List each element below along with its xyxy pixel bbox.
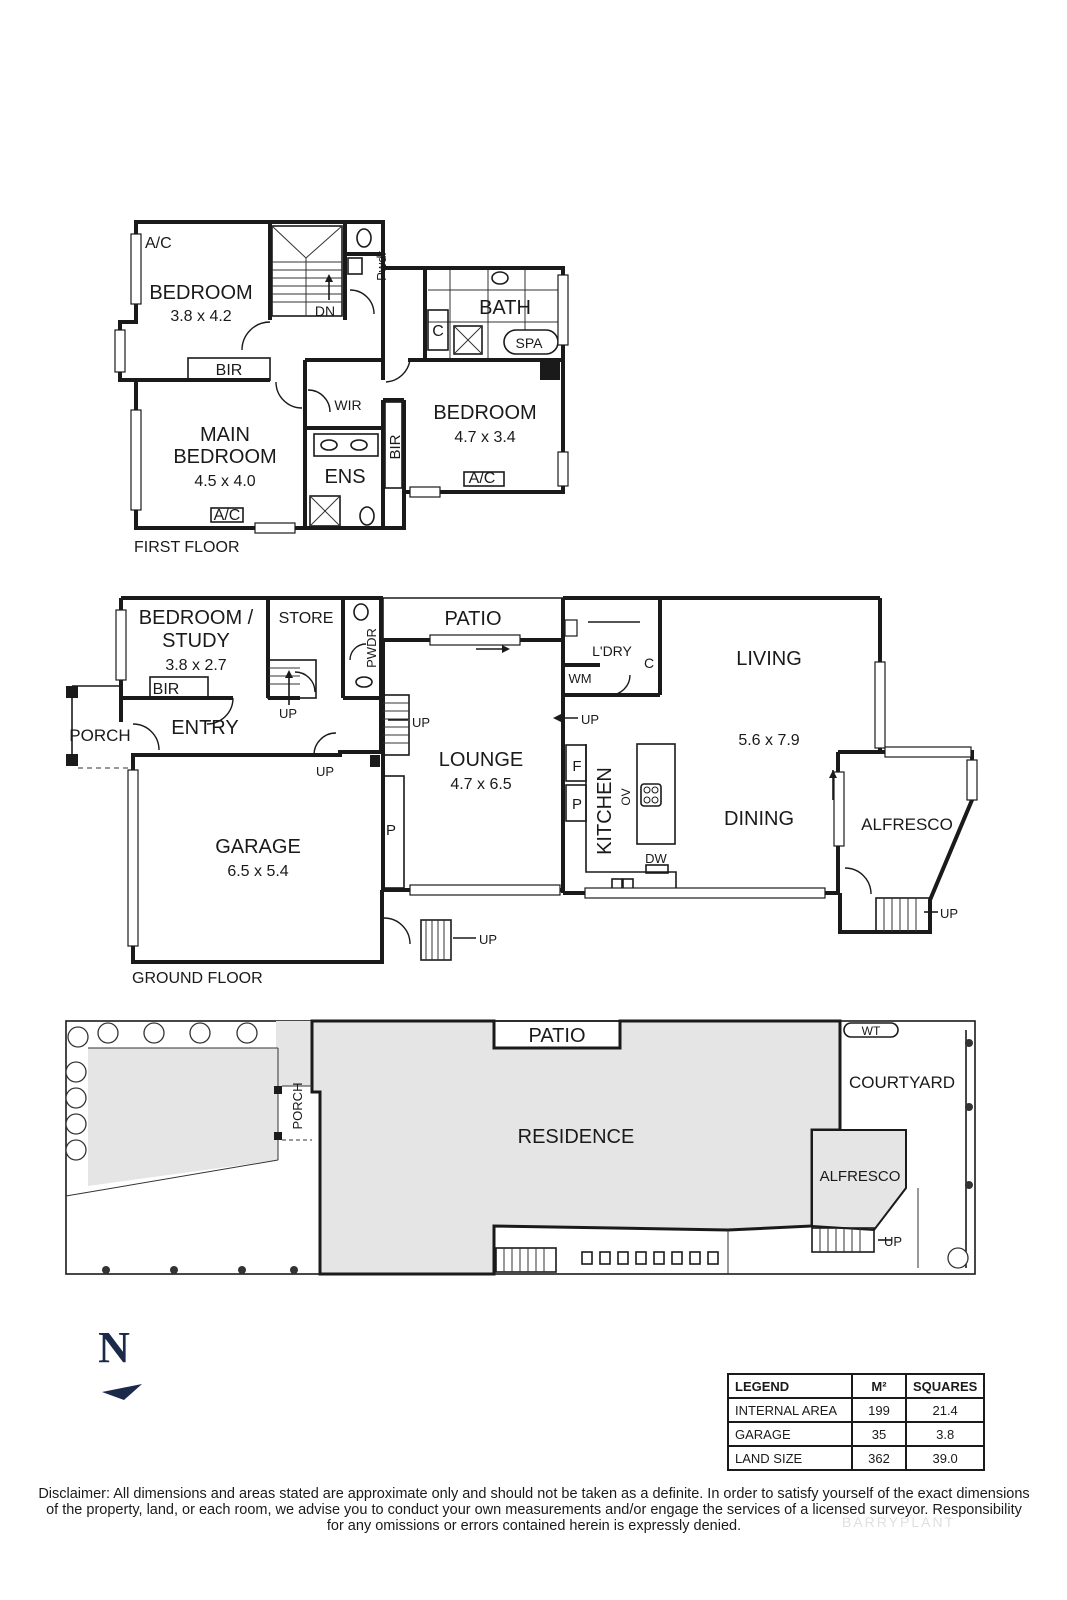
room-main-bedroom-size: 4.5 x 4.0: [194, 473, 255, 490]
ac-label-1: A/C: [145, 235, 172, 252]
room-lounge-name: LOUNGE: [439, 749, 523, 771]
disclaimer-line-3: for any omissions or errors contained he…: [326, 1518, 742, 1534]
room-lounge-size: 4.7 x 6.5: [450, 776, 511, 793]
bir-label-1: BIR: [216, 362, 243, 379]
site-up-label: UP: [884, 1234, 902, 1249]
pwdr-label-ground: PWDR: [364, 628, 379, 668]
porch-label-ground: PORCH: [69, 726, 130, 745]
up-stair-label: UP: [279, 706, 297, 721]
bath-fixtures: [427, 270, 562, 380]
disclaimer-line-1: Disclaimer: All dimensions and areas sta…: [38, 1486, 1030, 1502]
room-bedroom-1-name: BEDROOM: [149, 282, 252, 304]
area-legend-table: LEGEND M² SQUARES INTERNAL AREA 199 21.4…: [727, 1373, 986, 1471]
pwdr-label-first: Pwdr: [374, 251, 389, 281]
store-label: STORE: [279, 610, 334, 627]
p-label-lounge: P: [386, 822, 396, 839]
room-bedroom-2-size: 4.7 x 3.4: [454, 429, 515, 446]
room-entry-name: ENTRY: [171, 717, 238, 739]
legend-header-squares: SQUARES: [904, 1373, 986, 1399]
legend-row-m2: 362: [851, 1445, 907, 1471]
p-label-kitchen: P: [572, 796, 582, 813]
site-porch-label: PORCH: [290, 1083, 305, 1130]
room-garage-name: GARAGE: [215, 836, 301, 858]
room-bedroom-2-name: BEDROOM: [433, 402, 536, 424]
site-courtyard-label: COURTYARD: [849, 1073, 955, 1092]
stair-dn-label: DN: [315, 303, 335, 319]
site-trees: [65, 1022, 969, 1269]
first-floor-stairs: [271, 225, 343, 317]
room-bath-name: BATH: [479, 297, 531, 319]
legend-row-label: LAND SIZE: [727, 1445, 853, 1471]
legend-row-squares: 39.0: [904, 1445, 986, 1471]
room-kitchen-name: KITCHEN: [594, 767, 616, 855]
room-dining-name: DINING: [724, 808, 794, 830]
disclaimer-line-2: of the property, land, or each room, we …: [46, 1502, 1022, 1518]
ov-label: OV: [619, 788, 633, 805]
up-kitchen-label: UP: [581, 712, 599, 727]
site-water-tank-label: WT: [862, 1024, 881, 1038]
legend-row-m2: 199: [851, 1397, 907, 1423]
site-plan: [65, 1019, 976, 1276]
wm-label: WM: [568, 671, 591, 686]
legend-row-squares: 21.4: [904, 1397, 986, 1423]
legend-row: INTERNAL AREA 199 21.4: [727, 1397, 986, 1423]
f-label: F: [572, 758, 581, 775]
ac-label-3: A/C: [469, 470, 496, 487]
room-bedroom-1-size: 3.8 x 4.2: [170, 308, 231, 325]
first-floor-plan: [114, 220, 569, 534]
up-alfresco-label: UP: [940, 906, 958, 921]
laundry-label: L'DRY: [592, 643, 632, 659]
north-arrow-icon: [102, 1384, 142, 1400]
north-indicator: N: [94, 1322, 150, 1402]
room-main-bedroom-name-1: MAIN: [200, 424, 250, 446]
site-patio-label: PATIO: [528, 1025, 585, 1047]
room-main-bedroom-name-2: BEDROOM: [173, 446, 276, 468]
legend-header-row: LEGEND M² SQUARES: [727, 1373, 986, 1399]
legend-row-label: INTERNAL AREA: [727, 1397, 853, 1423]
first-floor-caption: FIRST FLOOR: [134, 539, 240, 556]
bir-label-ground: BIR: [153, 681, 180, 698]
room-garage-size: 6.5 x 5.4: [227, 863, 288, 880]
ensuite-fixtures: [309, 228, 379, 527]
legend-row-label: GARAGE: [727, 1421, 853, 1447]
legend-row-m2: 35: [851, 1421, 907, 1447]
wir-label: WIR: [334, 397, 361, 413]
legend-row: LAND SIZE 362 39.0: [727, 1445, 986, 1471]
up-lounge-label: UP: [412, 715, 430, 730]
up-entry-label: UP: [316, 764, 334, 779]
room-living-size: 5.6 x 7.9: [738, 732, 799, 749]
ground-floor-caption: GROUND FLOOR: [132, 970, 263, 987]
ac-label-2: A/C: [214, 507, 241, 524]
agency-watermark: BARRYPLANT: [842, 1514, 956, 1530]
room-living-name: LIVING: [736, 648, 802, 670]
legend-header-m2: M²: [851, 1373, 907, 1399]
legend-header-label: LEGEND: [727, 1373, 853, 1399]
room-alfresco-name: ALFRESCO: [861, 815, 953, 834]
spa-label: SPA: [516, 335, 544, 351]
bir-label-2: BIR: [387, 434, 404, 459]
legend-row: GARAGE 35 3.8: [727, 1421, 986, 1447]
room-bedroom-study-name-2: STUDY: [162, 630, 230, 652]
dw-label: DW: [645, 851, 667, 866]
ground-floor-plan: [66, 596, 978, 964]
room-bedroom-study-size: 3.8 x 2.7: [165, 657, 226, 674]
c-label-ground: C: [644, 655, 654, 671]
site-alfresco-label: ALFRESCO: [820, 1168, 901, 1185]
up-rear-label: UP: [479, 932, 497, 947]
north-label: N: [98, 1323, 130, 1372]
room-bedroom-study-name-1: BEDROOM /: [139, 607, 254, 629]
c-label-first: C: [432, 323, 444, 340]
room-ensuite-name: ENS: [324, 466, 365, 488]
disclaimer-text: Disclaimer: All dimensions and areas sta…: [14, 1486, 1054, 1534]
site-residence-label: RESIDENCE: [518, 1126, 635, 1148]
legend-row-squares: 3.8: [904, 1421, 986, 1447]
patio-label-ground: PATIO: [444, 608, 501, 630]
